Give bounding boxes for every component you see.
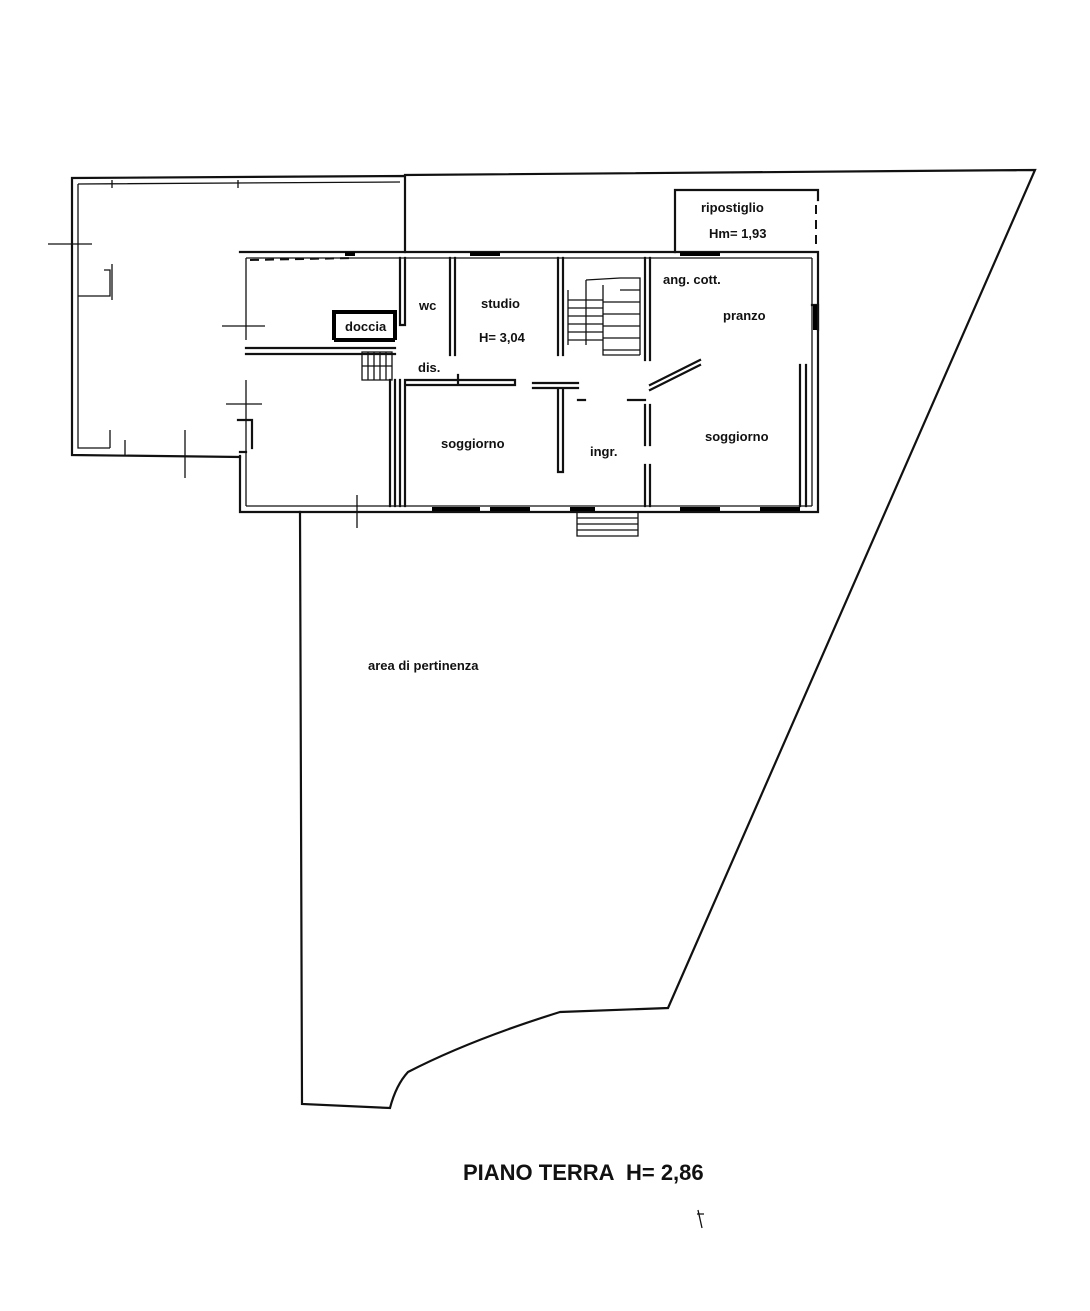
annex-outline bbox=[70, 174, 407, 459]
ingr-label: ingr. bbox=[590, 444, 617, 459]
ingr-walls bbox=[531, 358, 702, 508]
annex-ticks bbox=[48, 180, 265, 478]
studio-label: studio bbox=[481, 296, 520, 311]
front-steps bbox=[576, 512, 639, 537]
left-room-walls bbox=[236, 346, 397, 508]
doccia-label: doccia bbox=[345, 319, 387, 334]
stairwell bbox=[556, 256, 652, 362]
studio-height: H= 3,04 bbox=[479, 330, 526, 345]
right-walls bbox=[798, 303, 820, 508]
doccia-walls bbox=[332, 310, 397, 342]
house-inner-outline bbox=[245, 257, 813, 507]
dashed-wall bbox=[249, 257, 356, 261]
ripostiglio-height: Hm= 1,93 bbox=[709, 226, 766, 241]
dis-label: dis. bbox=[418, 360, 440, 375]
wc-label: wc bbox=[418, 298, 436, 313]
plan-title: PIANO TERRA H= 2,86 bbox=[463, 1160, 704, 1185]
soggiorno-right-label: soggiorno bbox=[705, 429, 769, 444]
ripostiglio-label: ripostiglio bbox=[701, 200, 764, 215]
site-boundary bbox=[298, 168, 1037, 1110]
pranzo-label: pranzo bbox=[723, 308, 766, 323]
area-label: area di pertinenza bbox=[368, 658, 479, 673]
wc-studio-walls bbox=[398, 256, 517, 508]
scan-mark bbox=[697, 1209, 704, 1229]
stair-small bbox=[361, 351, 393, 381]
ang-cott-label: ang. cott. bbox=[663, 272, 721, 287]
main-stair bbox=[567, 277, 641, 356]
ripostiglio-walls bbox=[673, 188, 820, 254]
windows bbox=[345, 252, 817, 511]
cut-marks bbox=[111, 264, 358, 528]
annex-inner-wall bbox=[77, 181, 401, 449]
house-outline bbox=[238, 250, 820, 514]
soggiorno-left-label: soggiorno bbox=[441, 436, 505, 451]
